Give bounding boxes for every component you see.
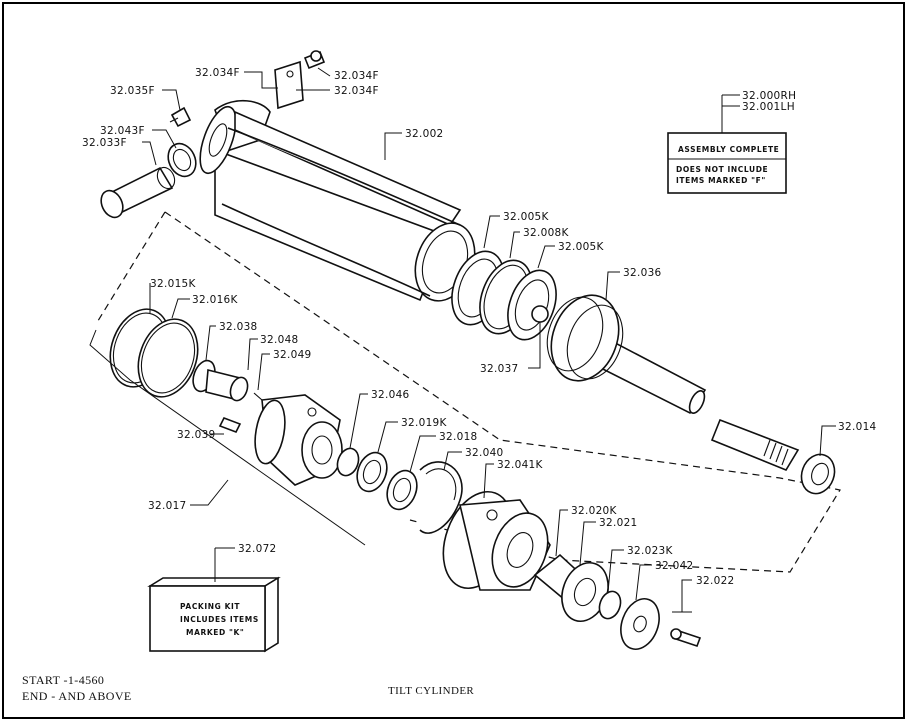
packing-kit-box: 32.072 PACKING KIT INCLUDES ITEMS MARKED…	[147, 543, 281, 653]
label-32-049: 32.049	[273, 349, 312, 361]
piston-assembly-group-outline	[95, 211, 841, 573]
bracket-bolt	[303, 50, 326, 70]
o-ring-small	[336, 447, 360, 477]
assembly-note: 32.000RH 32.001LH ASSEMBLY COMPLETE DOES…	[667, 90, 796, 194]
label-32-039: 32.039	[177, 429, 216, 441]
end-seal	[598, 590, 622, 620]
piston-rod-assembly	[546, 294, 707, 415]
label-32-019k: 32.019K	[401, 417, 448, 429]
rod-seal	[356, 451, 388, 493]
packing-kit-line2: INCLUDES ITEMS	[180, 615, 259, 624]
label-32-040: 32.040	[465, 447, 504, 459]
label-32-023k: 32.023K	[627, 545, 674, 557]
label-32-016k: 32.016K	[192, 294, 239, 306]
leader-lines	[89, 67, 836, 613]
label-32-034f-b: 32.034F	[334, 70, 379, 82]
bracket-plate	[274, 60, 304, 110]
serial-start: START -1-4560	[22, 673, 105, 687]
seal-ring-inner	[137, 318, 199, 398]
label-32-020k: 32.020K	[571, 505, 618, 517]
label-32-014: 32.014	[838, 421, 877, 433]
label-32-043f: 32.043F	[100, 125, 145, 137]
label-32-021: 32.021	[599, 517, 638, 529]
label-32-042: 32.042	[655, 560, 694, 572]
label-32-017: 32.017	[148, 500, 187, 512]
cylinder-head	[442, 490, 551, 591]
end-cap-bolt	[670, 628, 702, 648]
label-32-041k: 32.041K	[497, 459, 544, 471]
gland-head	[254, 394, 343, 486]
label-32-022: 32.022	[696, 575, 735, 587]
label-32-036: 32.036	[623, 267, 662, 279]
packing-kit-line3: MARKED "K"	[186, 628, 244, 637]
label-32-048: 32.048	[260, 334, 299, 346]
label-32-015k: 32.015K	[150, 278, 197, 290]
label-32-035f: 32.035F	[110, 85, 155, 97]
cylinder-barrel	[199, 99, 476, 302]
label-32-034f-c: 32.034F	[334, 85, 379, 97]
assembly-note-line3: ITEMS MARKED "F"	[676, 176, 766, 185]
label-32-005k-b: 32.005K	[558, 241, 605, 253]
label-32-005k-a: 32.005K	[503, 211, 550, 223]
label-32-018: 32.018	[439, 431, 478, 443]
cap-screw	[218, 416, 242, 434]
bushing	[167, 142, 197, 178]
gland-bushing	[386, 469, 418, 511]
label-32-008k: 32.008K	[523, 227, 570, 239]
split-ring	[419, 461, 463, 534]
callout-labels: 32.034F 32.034F 32.034F 32.035F 32.043F …	[82, 67, 877, 587]
piston-nut	[531, 305, 549, 323]
label-32-034f-a: 32.034F	[195, 67, 240, 79]
end-cap	[620, 598, 660, 650]
spacer-sleeve	[205, 368, 249, 402]
label-32-046: 32.046	[371, 389, 410, 401]
label-32-037: 32.037	[480, 363, 519, 375]
serial-end: END - AND ABOVE	[22, 689, 132, 703]
label-32-038: 32.038	[219, 321, 258, 333]
label-32-033f: 32.033F	[82, 137, 127, 149]
assembly-note-line2: DOES NOT INCLUDE	[676, 165, 768, 174]
grease-fitting	[169, 106, 192, 128]
set-screw	[253, 392, 263, 401]
pivot-pin	[100, 166, 176, 219]
diagram-caption: TILT CYLINDER	[388, 685, 475, 697]
assembly-number-lh: 32.001LH	[742, 101, 795, 113]
rod-end-collar	[800, 453, 836, 495]
assembly-number-rh: 32.000RH	[742, 90, 796, 102]
rod-end	[710, 418, 800, 471]
assembly-note-line1: ASSEMBLY COMPLETE	[678, 145, 779, 154]
label-32-002: 32.002	[405, 128, 444, 140]
packing-kit-number: 32.072	[238, 543, 277, 555]
packing-kit-line1: PACKING KIT	[180, 602, 240, 611]
